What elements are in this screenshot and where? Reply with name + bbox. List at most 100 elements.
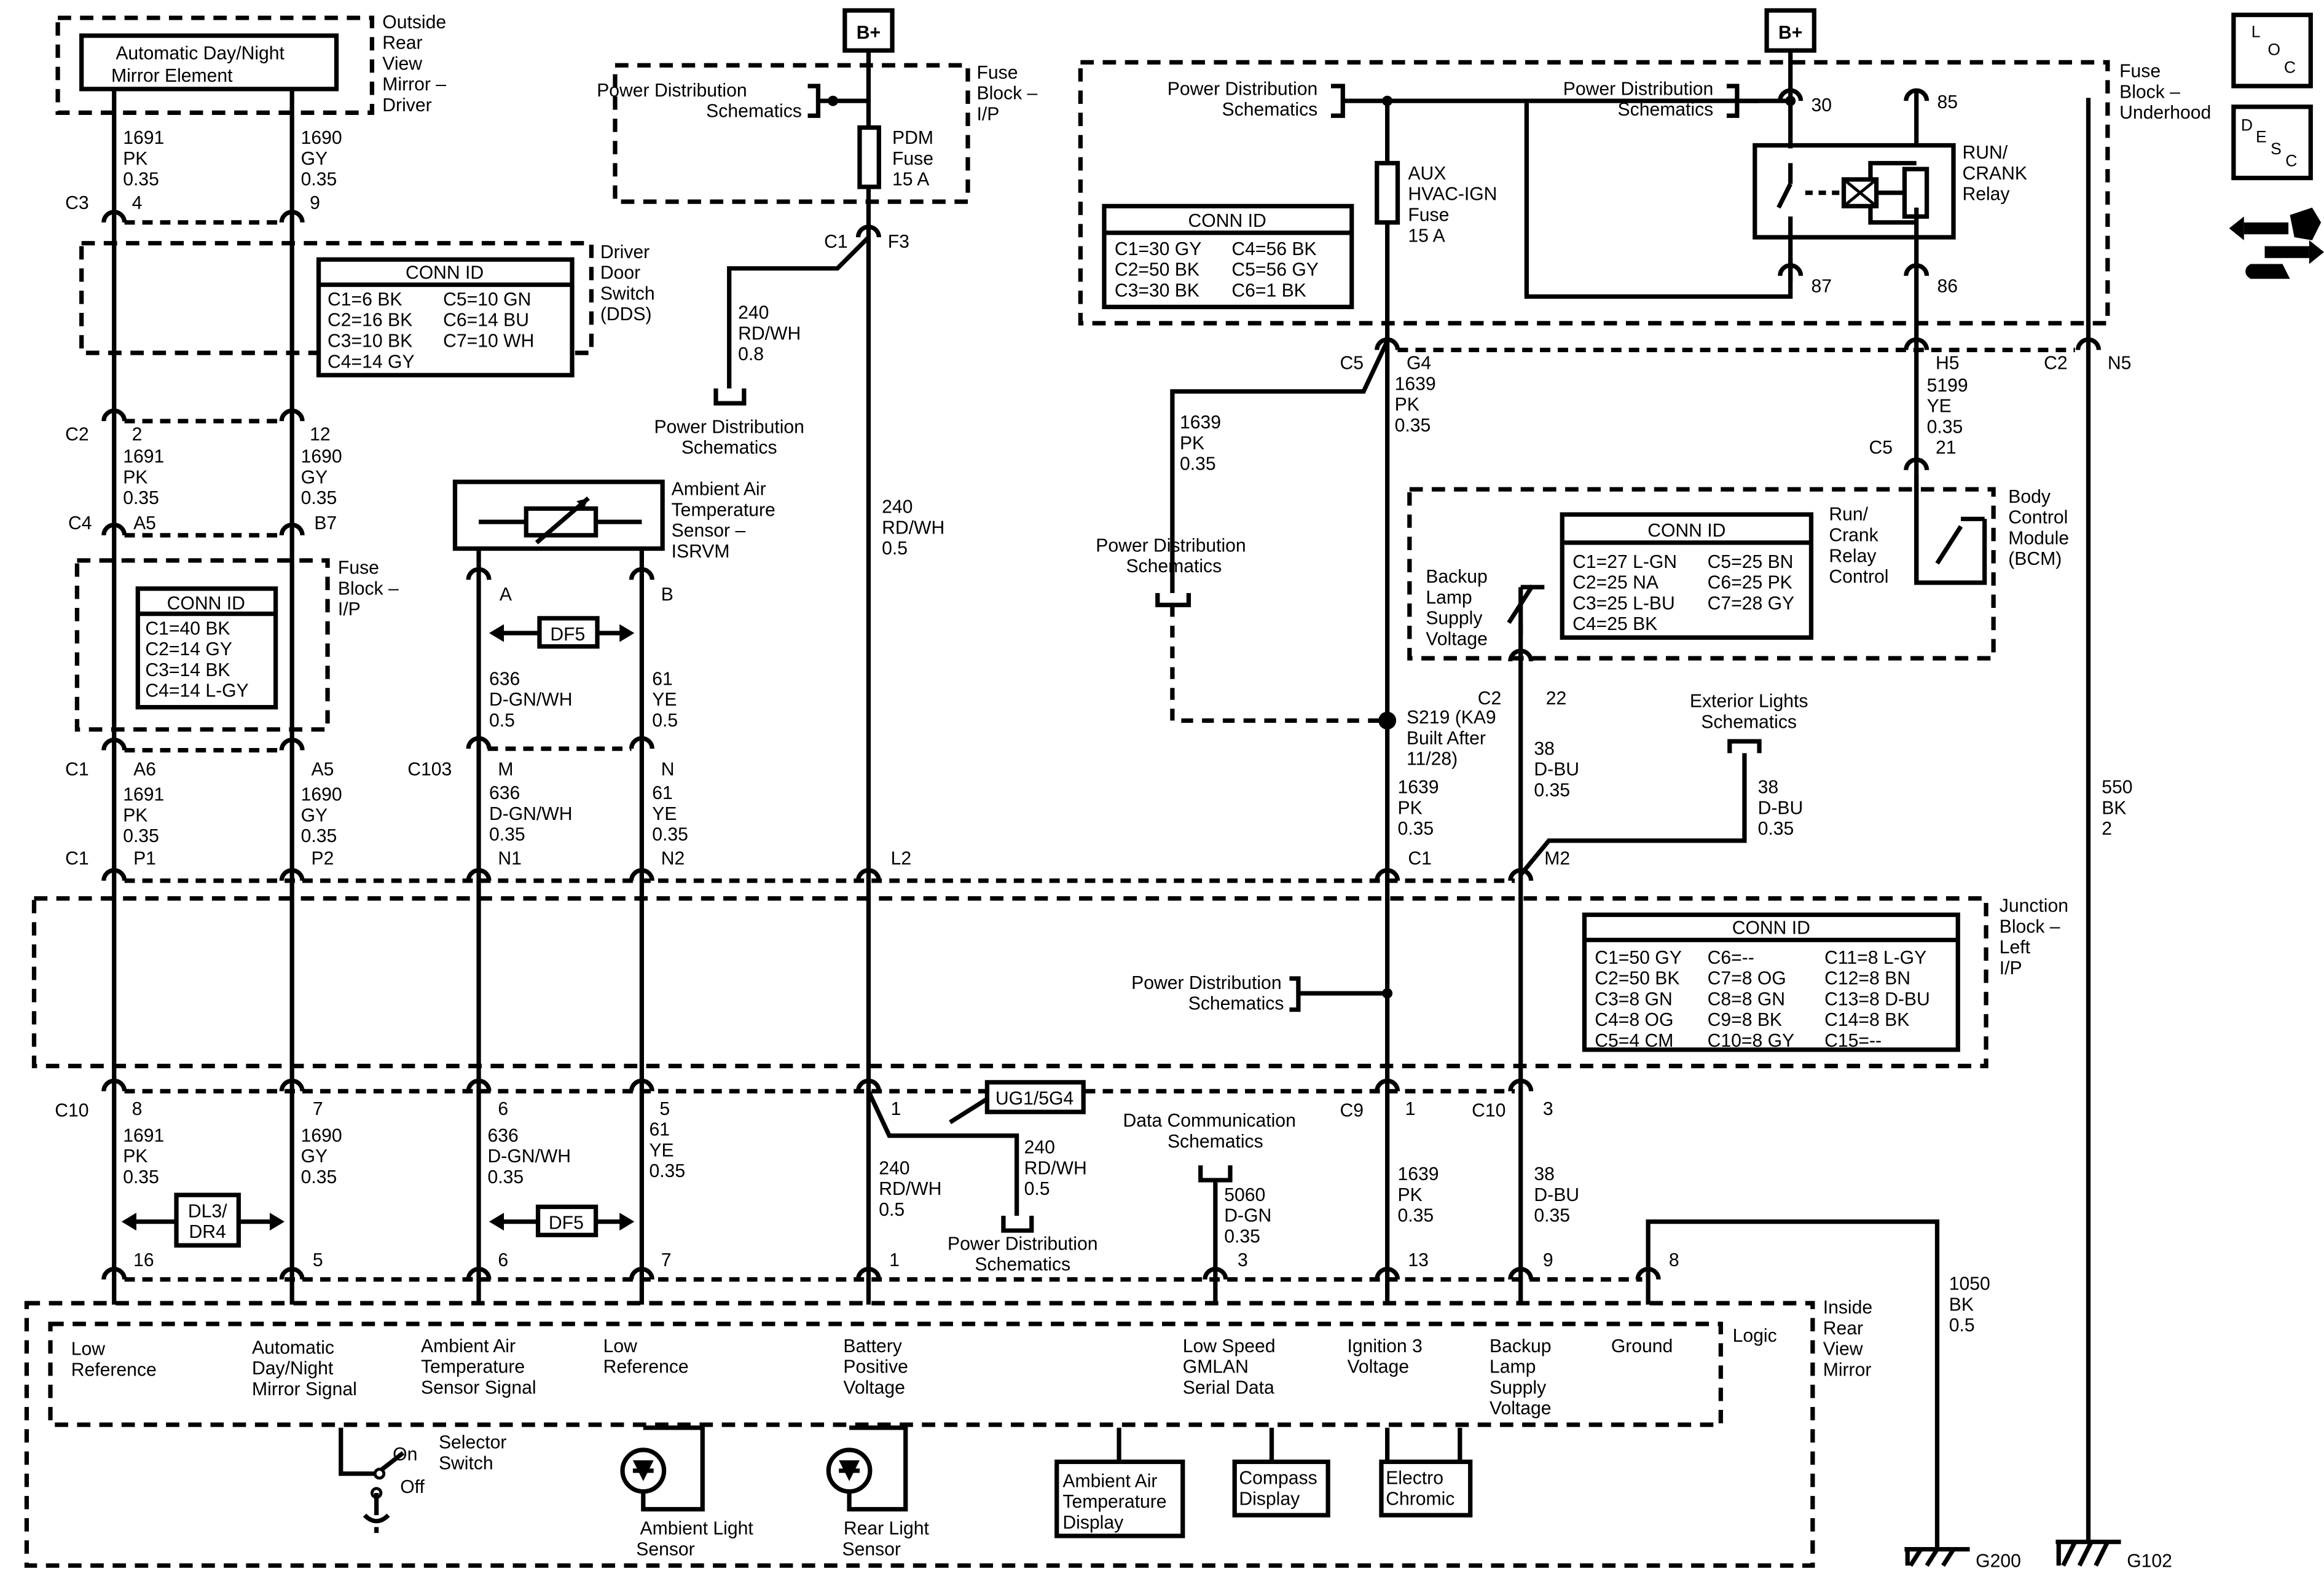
w240-05-a-3: 0.5 [882,538,908,559]
fuse-ip-c3: C3=14 BK [145,660,230,680]
mirror-element-l2: Mirror Element [111,66,233,86]
w240-05-a-1: 240 [882,497,913,518]
conn-c5-h: C5 [1869,438,1893,458]
desc-s: S [2271,140,2282,158]
w1691-a-1: 1691 [123,128,164,148]
w38-a-1: 38 [1534,739,1555,759]
pin-auto-l3: Mirror Signal [252,1379,357,1400]
w1639-a-3: 0.35 [1395,415,1431,436]
w38-b-3: 0.35 [1758,819,1794,839]
w5060-2: D-GN [1224,1206,1271,1226]
conn-c5-g: C5 [1340,353,1364,374]
pds-ref-d-l2: Schematics [1618,100,1714,120]
pin-b: B [661,585,673,605]
w38-c-2: D-BU [1534,1185,1579,1205]
df5-badge-top: DF5 [550,624,585,645]
conn-c4: C4 [68,513,92,534]
w1691-c-1: 1691 [123,785,164,805]
rear-light-l1: Rear Light [844,1519,930,1539]
selector-on: On [393,1444,417,1465]
w636-bot-1: 636 [488,1125,519,1146]
aux-fuse-l3: Fuse [1408,205,1449,226]
pin-p2: P2 [312,848,334,868]
pin-a5: A5 [133,513,156,534]
w550-3: 2 [2102,819,2112,839]
pin-low-ref1-l1: Low [71,1339,106,1360]
w61-bot-1: 61 [649,1120,670,1140]
uh-c4: C4=56 BK [1231,239,1316,259]
electro-l2: Chromic [1386,1489,1454,1509]
pin-backup-l2: Lamp [1490,1357,1536,1377]
fuse-ip-c2: C2=14 GY [145,639,232,660]
junction-l3: Left [2000,937,2031,958]
w1691-a-2: PK [123,149,147,169]
pin-backup-l3: Supply [1490,1377,1546,1398]
w1690-c-3: 0.35 [301,826,337,846]
junction-l4: I/P [2000,958,2022,979]
w1639-d-2: PK [1398,1185,1423,1205]
relay-ctrl-l3: Relay [1829,546,1876,566]
fuse-ip-c1: C1=40 BK [145,618,230,639]
w1050-2: BK [1949,1294,1974,1315]
bcm-c4: C4=25 BK [1572,614,1657,634]
selector-off: Off [400,1477,425,1497]
pin-9: 9 [310,193,320,213]
w1691-b-3: 0.35 [123,488,159,508]
conn-c1-ip: C1 [824,232,848,252]
pin-backup-l4: Voltage [1490,1398,1552,1419]
pin-16: 16 [133,1250,154,1270]
pds-ref-b-l1: Power Distribution [654,417,804,437]
pin-amb-l2: Temperature [421,1357,525,1377]
w61-bot-2: YE [649,1140,673,1160]
splice-l3: 11/28) [1407,749,1458,770]
pds-ref-g-l1: Power Distribution [948,1234,1097,1254]
pin-low-ref1-l2: Reference [71,1360,157,1380]
bcm-c6: C6=25 PK [1708,573,1792,593]
w1690-b-3: 0.35 [301,488,337,508]
loc-desc-tiles[interactable] [2229,12,2324,279]
pin-6b: 6 [498,1250,508,1270]
bcm-conn-title: CONN ID [1647,521,1725,541]
pin-n: N [661,760,675,780]
aux-fuse-l4: 15 A [1408,226,1445,246]
w240-05-a-2: RD/WH [882,518,944,538]
backup-supply-l1: Backup [1426,567,1487,587]
pin-a6: A6 [133,760,156,780]
inside-mirror-l3: View [1823,1339,1863,1360]
jb-c13: C13=8 D-BU [1824,989,1930,1009]
pin-85: 85 [1937,92,1958,112]
w38-b-1: 38 [1758,778,1779,798]
conn-c10-b: C10 [1472,1100,1505,1120]
dds-l1: Driver [600,242,650,262]
pin-6: 6 [498,1099,508,1119]
w636-bot-3: 0.35 [488,1167,524,1187]
selector-l2: Switch [439,1453,493,1473]
conn-c9: C9 [1340,1100,1364,1120]
pin-auto-l2: Day/Night [252,1358,334,1379]
pin-g4: G4 [1407,353,1431,374]
w1690-a-2: GY [301,149,328,169]
pin-p1: P1 [133,848,156,868]
fuse-ip-c4: C4=14 L-GY [145,681,248,701]
w240-05-c-2: RD/WH [1024,1158,1087,1178]
dashed-boxes [24,15,2110,1568]
dds-c5: C5=10 GN [443,289,531,310]
pin-batt-l2: Positive [843,1357,908,1377]
pin-low-ref2-l2: Reference [603,1357,689,1377]
w1639-b-3: 0.35 [1180,454,1216,474]
dds-c1: C1=6 BK [328,289,402,310]
dl3-badge-l1: DL3/ [188,1201,227,1221]
navigation-arrows-icon[interactable] [2229,207,2324,279]
w1691-c-2: PK [123,805,147,825]
relay-l2: CRANK [1962,163,2027,184]
pdm-fuse-l3: 15 A [892,170,930,190]
w38-c-1: 38 [1534,1164,1555,1184]
w1691-b-2: PK [123,467,147,487]
w1690-a-3: 0.35 [301,170,337,190]
w1691-c-3: 0.35 [123,826,159,846]
pds-ref-a-l2: Schematics [706,101,802,122]
uh-c6: C6=1 BK [1231,281,1306,301]
pin-b7: B7 [314,513,337,534]
jb-c6: C6=-- [1708,948,1754,968]
pin-86: 86 [1937,276,1958,296]
